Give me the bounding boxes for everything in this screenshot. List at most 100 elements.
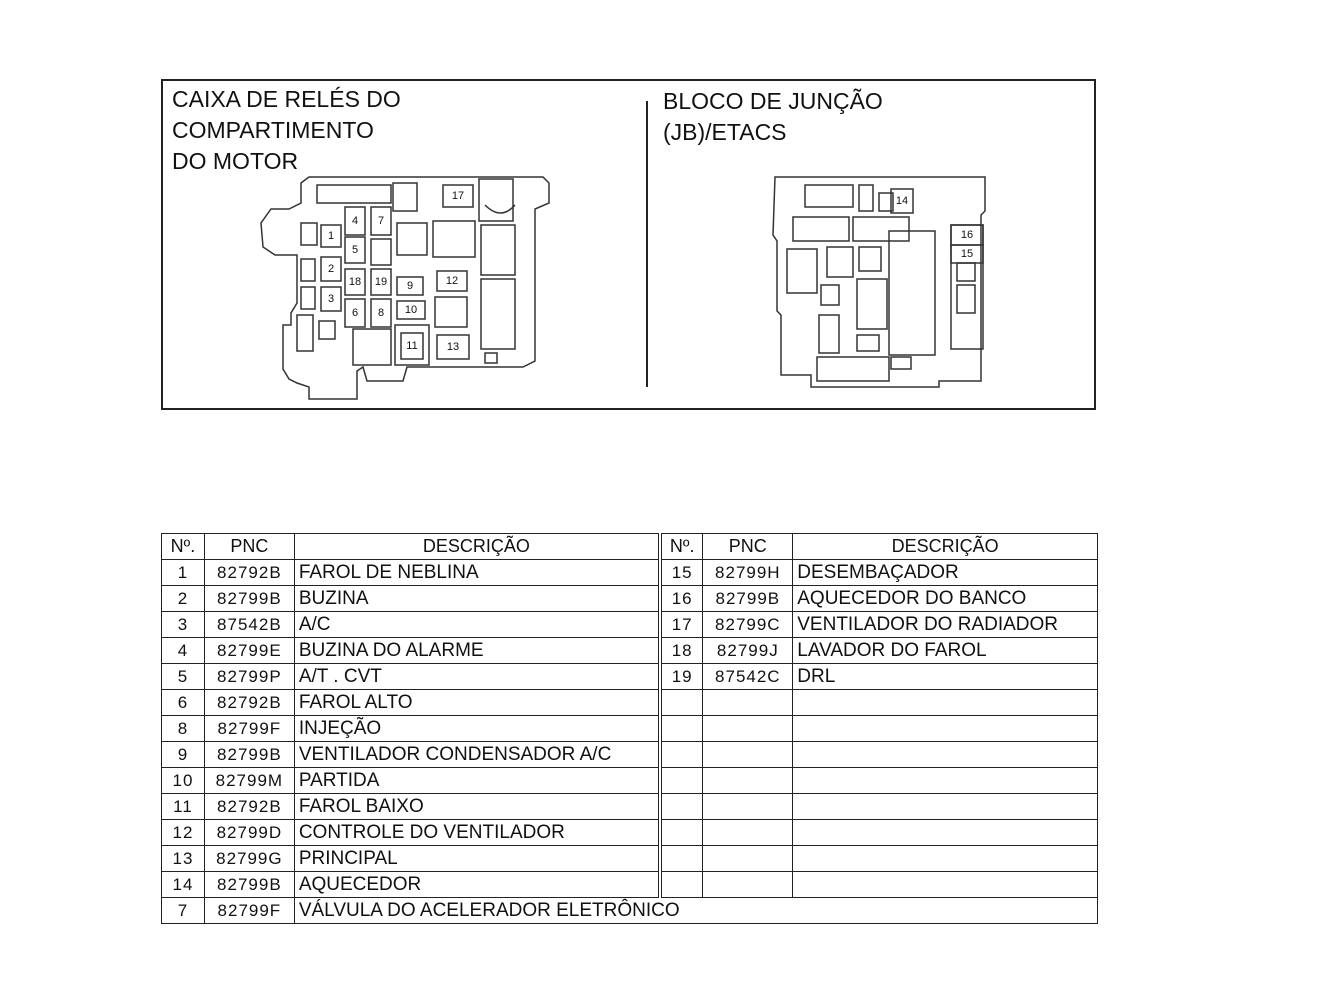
header-desc: DESCRIÇÃO [792,533,1098,560]
header-pnc: PNC [702,533,794,560]
svg-text:5: 5 [352,244,358,256]
relay-4: 4 [344,206,366,236]
relay-description: DESEMBAÇADOR [792,559,1098,586]
svg-text:19: 19 [375,276,387,288]
relay-pnc: 82799H [702,559,794,586]
relay-number: 10 [161,767,205,794]
relay-description: FAROL BAIXO [293,793,661,820]
relay-number [657,793,704,820]
relay-15: 15 [950,244,984,264]
relay-pnc: 87542C [702,663,794,690]
relay-pnc: 82799B [203,741,295,768]
relay-18: 18 [344,268,366,296]
relay-pnc: 82799B [702,585,794,612]
relay-number: 3 [161,611,205,638]
relay-number: 8 [161,715,205,742]
relay-number: 11 [161,793,205,820]
relay-description [792,845,1098,872]
relay-description [792,715,1098,742]
relay-17: 17 [442,184,474,208]
relay-description: PRINCIPAL [293,845,661,872]
relay-pnc [702,741,794,768]
relay-number: 12 [161,819,205,846]
svg-text:3: 3 [328,293,334,305]
relay-pnc: 82799D [203,819,295,846]
relay-pnc: 82799E [203,637,295,664]
relay-pnc [702,767,794,794]
relay-description [792,793,1098,820]
svg-text:10: 10 [405,304,417,316]
relay-7: 7 [370,206,392,236]
relay-19: 19 [370,268,392,296]
relay-6: 6 [344,298,366,328]
relay-description: A/T . CVT [293,663,661,690]
relay-number: 5 [161,663,205,690]
svg-text:15: 15 [961,248,973,260]
relay-pnc: 82799C [702,611,794,638]
relay-8: 8 [370,298,392,328]
header-num: Nº. [657,533,704,560]
relay-number [657,819,704,846]
relay-2: 2 [320,256,342,282]
relay-pnc [702,871,794,898]
svg-text:9: 9 [407,280,413,292]
relay-description: PARTIDA [293,767,661,794]
header-num: Nº. [161,533,205,560]
relay-description: FAROL DE NEBLINA [293,559,661,586]
engine-box-outline [260,176,550,400]
header-pnc: PNC [203,533,295,560]
relay-description: VENTILADOR CONDENSADOR A/C [293,741,661,768]
relay-number [657,767,704,794]
svg-text:2: 2 [328,263,334,275]
relay-number [657,845,704,872]
relay-description [792,767,1098,794]
relay-3: 3 [320,286,342,312]
relay-pnc [702,793,794,820]
relay-pnc: 82799F [203,715,295,742]
relay-10: 10 [396,300,426,320]
relay-description [792,741,1098,768]
relay-13: 13 [436,334,470,360]
relay-14: 14 [890,188,914,214]
relay-pnc: 82792B [203,689,295,716]
relay-pnc: 82799F [203,897,295,924]
relay-number: 1 [161,559,205,586]
relay-description: A/C [293,611,661,638]
relay-description: LAVADOR DO FAROL [792,637,1098,664]
relay-pnc: 82799B [203,871,295,898]
svg-text:17: 17 [452,190,464,202]
jb-outline [772,176,986,388]
relay-pnc: 82792B [203,559,295,586]
relay-pnc: 82799J [702,637,794,664]
svg-text:16: 16 [961,229,973,241]
relay-description [792,689,1098,716]
table-header-row: Nº. PNC DESCRIÇÃO Nº. PNC DESCRIÇÃO [161,533,1098,560]
relay-1: 1 [320,224,342,248]
svg-text:18: 18 [349,276,361,288]
relay-description: INJEÇÃO [293,715,661,742]
relay-pnc: 82799G [203,845,295,872]
svg-text:4: 4 [352,215,358,227]
relay-number: 13 [161,845,205,872]
relay-pnc: 82792B [203,793,295,820]
junction-block-diagram: 14 16 15 [772,176,986,388]
relay-number: 9 [161,741,205,768]
relay-number [657,741,704,768]
relay-description: AQUECEDOR DO BANCO [792,585,1098,612]
relay-description: AQUECEDOR [293,871,661,898]
svg-text:1: 1 [328,230,334,242]
relay-number: 16 [657,585,704,612]
relay-pnc: 82799B [203,585,295,612]
relay-pnc [702,845,794,872]
